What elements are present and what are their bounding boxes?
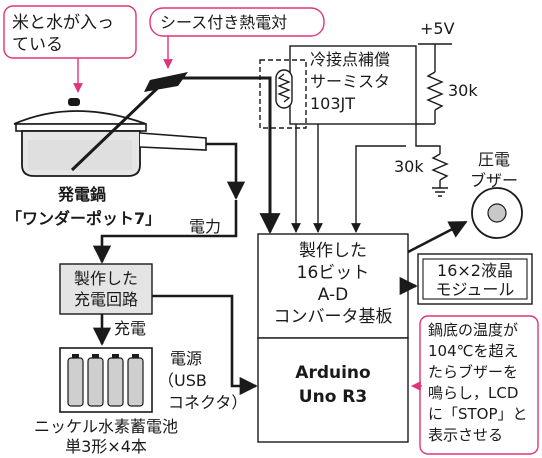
cold-junction-line3: 103JT [310, 94, 355, 113]
callout-alarm: 鍋底の温度が 104℃を超え たらブザーを 鳴らし，LCD に「STOP」と 表… [411, 315, 539, 455]
label-r-bottom: 30k [394, 157, 424, 176]
pot-illustration [13, 98, 207, 177]
battery-line2: 単3形×4本 [65, 437, 147, 456]
lcd-line1: 16×2液晶 [437, 261, 513, 280]
label-supply-line3: コネクタ） [168, 393, 247, 412]
callout-thermocouple-text: シース付き熱電対 [160, 13, 287, 32]
lcd-module-block: 16×2液晶 モジュール [417, 253, 533, 305]
lcd-line2: モジュール [436, 280, 515, 299]
label-supply-line2: （USB [158, 371, 207, 390]
callout-alarm-line4: 鳴らし，LCD [428, 384, 518, 402]
charger-line1: 製作した [74, 269, 138, 288]
pot-name: 発電鍋 [57, 185, 106, 204]
buzzer-label-line2: ブザー [470, 171, 518, 190]
callout-rice-water: 米と水が入っ ている [3, 5, 137, 93]
arduino-line2: Uno R3 [299, 387, 367, 407]
adc-board-block: 製作した 16ビット A-D コンバータ基板 [257, 233, 409, 339]
callout-alarm-line5: に「STOP」と [428, 405, 528, 423]
adc-line4: コンバータ基板 [274, 307, 393, 327]
label-power: 電力 [189, 217, 221, 236]
label-supply-line1: 電源 [170, 349, 202, 368]
adc-line2: 16ビット [297, 263, 370, 283]
label-vcc: +5V [420, 19, 455, 38]
cold-junction-line1: 冷接点補償 [310, 50, 390, 69]
battery-line1: ニッケル水素蓄電池 [34, 417, 178, 436]
pot-product-name: 「ワンダーポット7」 [6, 209, 161, 228]
arduino-block: Arduino Uno R3 [257, 337, 409, 443]
arduino-line1: Arduino [295, 363, 370, 383]
callout-alarm-line3: たらブザーを [428, 363, 518, 381]
callout-alarm-line2: 104℃を超え [428, 342, 518, 360]
callout-rice-water-line1: 米と水が入っ [12, 13, 114, 33]
cold-junction-block: 冷接点補償 サーミスタ 103JT [259, 45, 417, 129]
label-r-top: 30k [448, 81, 478, 100]
callout-alarm-line6: 表示させる [428, 426, 503, 444]
label-charge: 充電 [114, 319, 146, 338]
callout-alarm-line1: 鍋底の温度が [428, 321, 518, 339]
adc-line1: 製作した [299, 241, 367, 261]
buzzer-label-line1: 圧電 [478, 150, 510, 169]
charger-block: 製作した 充電回路 [59, 263, 153, 315]
battery-pack-icon [59, 347, 153, 413]
adc-line3: A-D [318, 285, 348, 305]
callout-rice-water-line2: ている [12, 35, 63, 55]
cold-junction-line2: サーミスタ [310, 72, 390, 91]
voltage-divider: +5V 30k 30k [394, 19, 478, 197]
callout-thermocouple: シース付き熱電対 [149, 7, 325, 69]
thermocouple-probe [70, 72, 281, 235]
charger-line2: 充電回路 [74, 290, 138, 309]
buzzer-icon [471, 187, 523, 239]
